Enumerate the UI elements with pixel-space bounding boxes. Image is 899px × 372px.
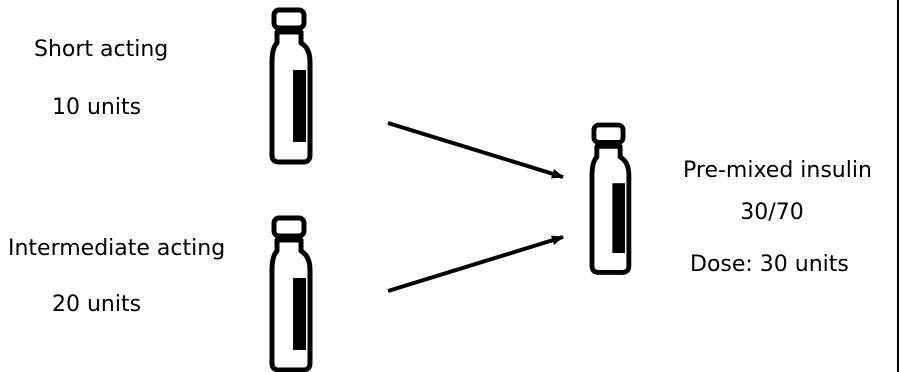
premixed-insulin-ratio: 30/70 — [740, 200, 804, 225]
arrow-short-to-premixed-icon — [387, 121, 564, 179]
intermediate-acting-vial-icon — [272, 218, 310, 370]
premixed-insulin-dose: Dose: 30 units — [690, 252, 849, 277]
premixed-insulin-label: Pre-mixed insulin — [683, 158, 872, 183]
short-acting-vial-icon — [272, 10, 310, 162]
premixed-insulin-vial-icon — [592, 125, 629, 272]
intermediate-acting-dose: 20 units — [52, 292, 142, 317]
short-acting-label: Short acting — [34, 37, 169, 62]
intermediate-acting-label: Intermediate acting — [8, 236, 226, 261]
arrow-intermediate-to-premixed-icon — [387, 235, 564, 293]
short-acting-dose: 10 units — [52, 95, 142, 120]
